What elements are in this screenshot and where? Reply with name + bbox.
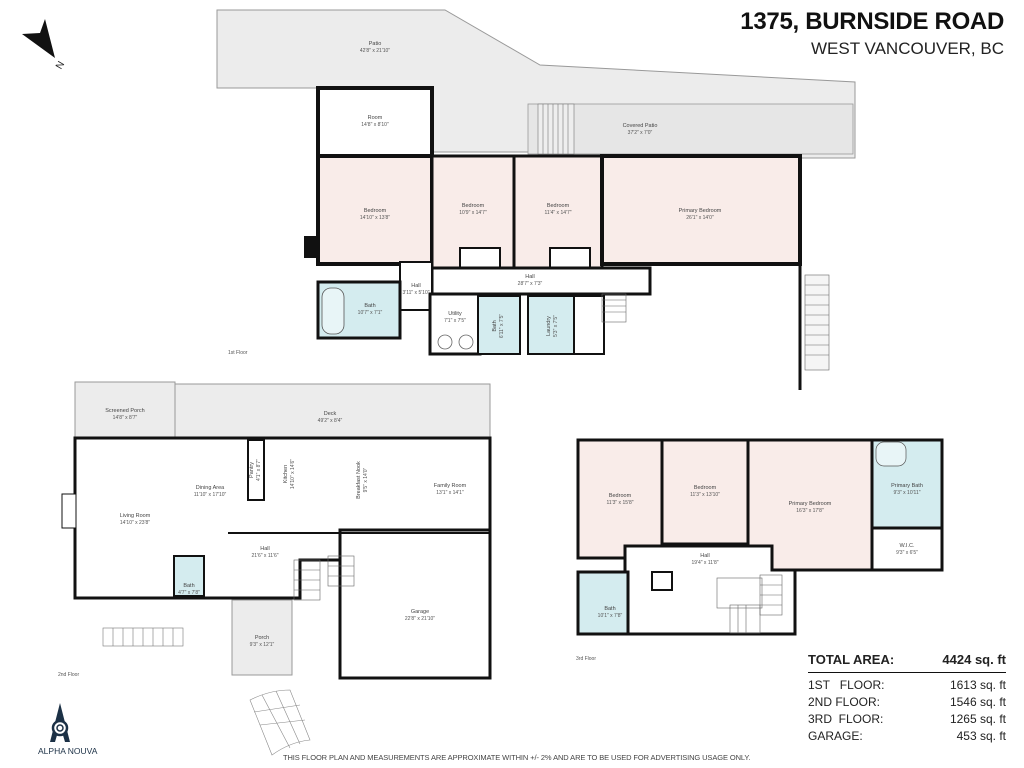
floor-label-3rd: 3rd Floor [576, 656, 597, 662]
area-row-label: 2ND FLOOR: [808, 695, 881, 709]
total-area-value: 4424 sq. ft [942, 652, 1006, 667]
floor-label-2nd: 2nd Floor [58, 672, 80, 678]
north-arrow-icon: N [18, 16, 73, 76]
area-summary-table: TOTAL AREA: 4424 sq. ft 1ST FLOOR: 1613 … [808, 652, 1006, 745]
area-row-value: 1265 sq. ft [949, 712, 1006, 726]
area-row-label: GARAGE: [808, 729, 863, 743]
alpha-nouva-logo-icon [50, 703, 70, 742]
room-wic: W.I.C.9'3" x 6'5" [896, 543, 918, 557]
total-area-label: TOTAL AREA: [808, 652, 895, 667]
area-row-label: 1ST FLOOR: [808, 678, 885, 692]
logo-text: ALPHA NOUVA [38, 746, 98, 756]
area-row-value: 453 sq. ft [956, 729, 1006, 743]
area-row: 3RD FLOOR: 1265 sq. ft [808, 711, 1006, 728]
area-row: GARAGE: 453 sq. ft [808, 728, 1006, 745]
total-area-row: TOTAL AREA: 4424 sq. ft [808, 652, 1006, 673]
area-row-value: 1613 sq. ft [949, 678, 1006, 692]
area-row: 2ND FLOOR: 1546 sq. ft [808, 694, 1006, 711]
disclaimer: THIS FLOOR PLAN AND MEASUREMENTS ARE APP… [283, 753, 751, 762]
property-address: 1375, BURNSIDE ROAD [740, 8, 1004, 35]
property-city: WEST VANCOUVER, BC [810, 39, 1004, 58]
area-row: 1ST FLOOR: 1613 sq. ft [808, 677, 1006, 694]
floor-label-1st: 1st Floor [228, 350, 248, 356]
area-row-value: 1546 sq. ft [949, 695, 1006, 709]
area-row-label: 3RD FLOOR: [808, 712, 884, 726]
